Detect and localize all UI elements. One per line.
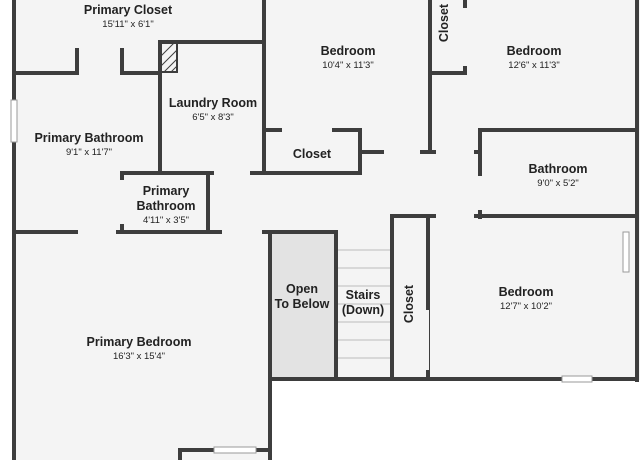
open-to-below-area [272, 234, 334, 378]
chase-hatch [160, 41, 178, 73]
open-to-below-line1: Open [286, 282, 318, 296]
primary-closet-dim: 15'11" x 6'1" [102, 19, 153, 30]
floor-areas [12, 0, 640, 460]
primary-closet-name: Primary Closet [84, 3, 173, 17]
bedroom-top-right-name: Bedroom [507, 44, 562, 58]
stairs-line2: (Down) [342, 303, 384, 317]
window-bottom-primary [213, 446, 257, 454]
primary-bathroom-small-line2: Bathroom [136, 199, 195, 213]
bathroom-name: Bathroom [528, 162, 587, 176]
stairs-line1: Stairs [346, 288, 381, 302]
laundry-room-dim: 6'5" x 8'3" [192, 112, 234, 123]
primary-bathroom-small-dim: 4'11" x 3'5" [143, 215, 189, 226]
bedroom-right-name: Bedroom [499, 285, 554, 299]
walls [12, 0, 639, 460]
primary-bedroom-dim: 16'3" x 15'4" [113, 351, 165, 362]
closet-top-name: Closet [437, 3, 451, 42]
bedroom-top-name: Bedroom [321, 44, 376, 58]
laundry-room-name: Laundry Room [169, 96, 257, 110]
closet-hall-name: Closet [293, 147, 332, 161]
window-left [10, 99, 18, 143]
window-bottom-bedroom [561, 375, 593, 383]
primary-bathroom-dim: 9'1" x 11'7" [66, 147, 112, 158]
windows [10, 99, 630, 454]
open-to-below-line2: To Below [275, 297, 330, 311]
closet-vertical-name: Closet [402, 284, 416, 323]
primary-bathroom-name: Primary Bathroom [34, 131, 143, 145]
room-labels: Primary Closet 15'11" x 6'1" Bedroom 10'… [34, 3, 587, 362]
primary-bedroom-name: Primary Bedroom [87, 335, 192, 349]
bedroom-top-right-dim: 12'6" x 11'3" [508, 60, 559, 71]
bedroom-right-dim: 12'7" x 10'2" [500, 301, 552, 312]
bedroom-top-dim: 10'4" x 11'3" [322, 60, 373, 71]
window-right-bedroom [622, 231, 630, 273]
primary-bathroom-small-line1: Primary [143, 184, 190, 198]
stairs-treads [337, 249, 390, 359]
door-openings [78, 8, 483, 370]
bathroom-dim: 9'0" x 5'2" [537, 178, 579, 189]
